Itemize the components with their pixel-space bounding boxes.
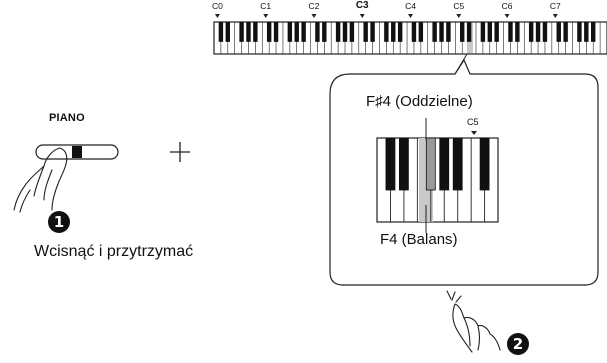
detail-black-keys (385, 137, 490, 191)
hand-pointing-icon (446, 290, 501, 353)
black-key (556, 22, 561, 42)
black-key (349, 22, 355, 42)
octave-label-c4: C4 (405, 1, 416, 11)
piano-button-indicator (72, 146, 82, 158)
octave-label-c6: C6 (501, 1, 513, 11)
full-keyboard (213, 14, 607, 55)
black-key (342, 22, 348, 42)
black-key (528, 22, 534, 42)
black-key (439, 22, 444, 42)
octave-label-c3: C3 (355, 0, 369, 11)
octave-markers (214, 14, 558, 18)
octave-label-c0: C0 (212, 1, 223, 11)
black-key (515, 22, 520, 42)
black-key (480, 22, 486, 42)
black-key (273, 22, 279, 42)
black-key (363, 22, 368, 42)
black-key (460, 22, 465, 42)
octave-marker (359, 14, 365, 18)
black-key (322, 22, 327, 42)
step-1-instruction: Wcisnąć i przytrzymać (34, 243, 194, 260)
black-key (370, 22, 375, 42)
black-key (301, 22, 306, 42)
octave-marker (311, 14, 317, 18)
detail-keyboard-frame (376, 137, 499, 223)
black-key (591, 22, 596, 42)
plus-icon (170, 142, 190, 162)
detail-black-key (479, 137, 490, 191)
black-key (584, 22, 589, 42)
f4-label: F4 (Balans) (380, 231, 458, 248)
black-key (535, 22, 541, 42)
octave-label-c5: C5 (453, 1, 465, 11)
black-key (508, 22, 513, 42)
black-key (432, 22, 437, 42)
c5-marker (471, 131, 477, 135)
f-sharp-4-key (425, 137, 436, 191)
black-key (239, 22, 244, 42)
black-key (253, 22, 258, 42)
detail-black-key (452, 137, 463, 191)
black-key (418, 22, 424, 42)
piano-button-label: PIANO (49, 112, 85, 124)
octave-marker (214, 14, 220, 18)
octave-marker (504, 14, 510, 18)
black-key (397, 22, 403, 42)
black-key (315, 22, 320, 42)
black-key (246, 22, 251, 42)
black-key (266, 22, 272, 42)
octave-label-c7: C7 (549, 1, 561, 11)
keyboard-frame (213, 21, 607, 55)
piano-button-panel (35, 144, 119, 160)
black-key (287, 22, 293, 42)
black-key (494, 22, 499, 42)
black-key (487, 22, 492, 42)
black-key (294, 22, 299, 42)
black-key (411, 22, 417, 42)
f-sharp-4-label: F♯4 (Oddzielne) (366, 93, 473, 110)
detail-black-key (398, 137, 409, 191)
black-key (391, 22, 396, 42)
step-1-badge: 1 (48, 211, 70, 233)
black-key (335, 22, 341, 42)
black-key (563, 22, 568, 42)
hand-pressing-icon (13, 147, 68, 213)
black-key (542, 22, 548, 42)
c5-detail-label: C5 (467, 117, 479, 127)
detail-black-key (385, 137, 396, 191)
keyboard-black-keys (218, 22, 596, 42)
black-key (577, 22, 582, 42)
octave-marker (263, 14, 269, 18)
black-key (218, 22, 224, 42)
black-key (225, 22, 230, 42)
octave-label-c2: C2 (308, 1, 320, 11)
octave-label-c1: C1 (260, 1, 272, 11)
octave-marker (408, 14, 413, 18)
detail-black-key (439, 137, 450, 191)
step-2-badge: 2 (507, 333, 529, 355)
black-key (466, 22, 472, 42)
black-key (446, 22, 451, 42)
black-key (384, 22, 389, 42)
octave-marker (552, 14, 558, 18)
octave-marker (456, 14, 462, 18)
detail-keyboard (376, 118, 499, 233)
